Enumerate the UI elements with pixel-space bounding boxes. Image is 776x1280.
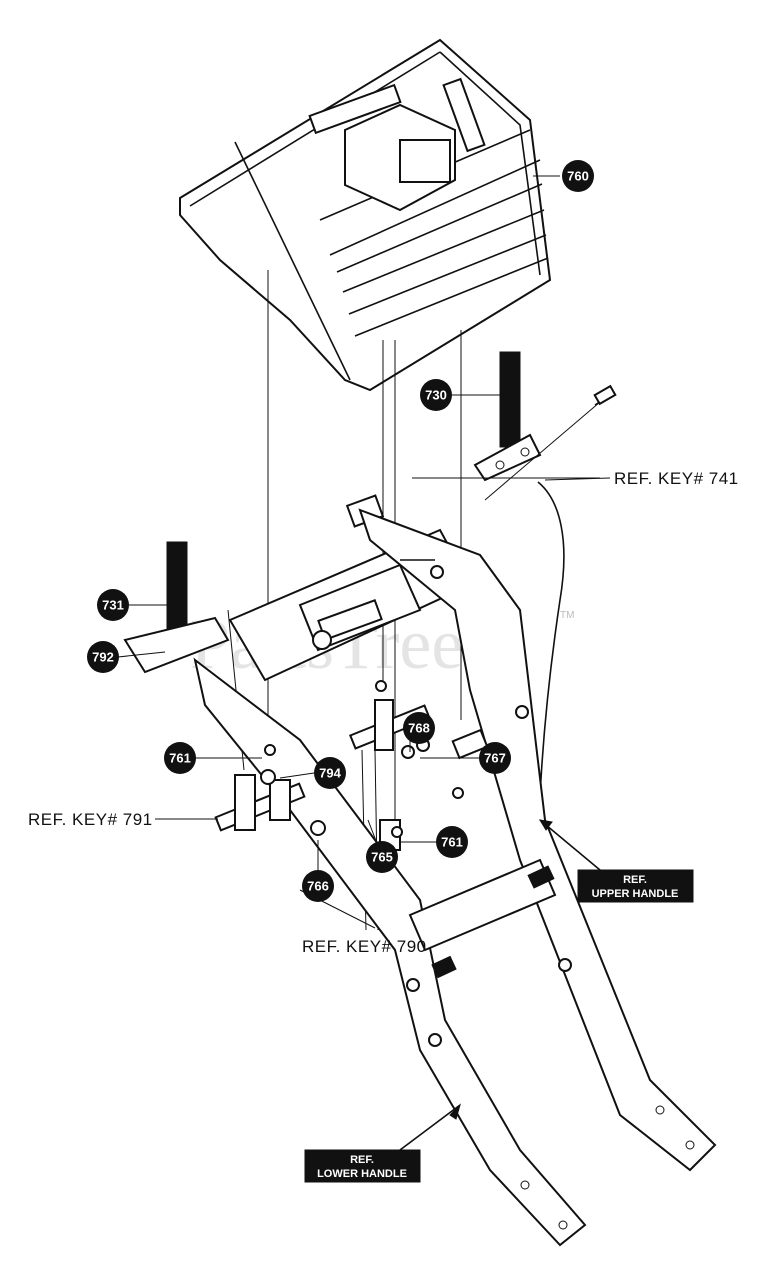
callout-761-right-label: 761 xyxy=(441,835,463,850)
callout-766: 766 xyxy=(302,870,334,902)
ref-key-791: REF. KEY# 791 xyxy=(28,810,153,829)
ref-lower-handle-box: REF. LOWER HANDLE xyxy=(304,1103,462,1183)
callout-794-label: 794 xyxy=(319,766,341,781)
callout-761-right: 761 xyxy=(436,826,468,858)
callout-794: 794 xyxy=(314,757,346,789)
upper-handle xyxy=(358,508,717,1172)
callout-765: 765 xyxy=(366,841,398,873)
lever-730 xyxy=(473,351,542,482)
ref-upper-handle-line1: REF. xyxy=(623,874,647,886)
callout-731: 731 xyxy=(97,589,129,621)
callout-768: 768 xyxy=(403,712,435,744)
lever-731 xyxy=(123,541,230,674)
ref-key-790: REF. KEY# 790 xyxy=(302,937,427,956)
callout-731-label: 731 xyxy=(102,598,124,613)
callout-792: 792 xyxy=(87,641,119,673)
control-panel-cover xyxy=(179,38,552,392)
callout-760: 760 xyxy=(562,160,594,192)
callout-730: 730 xyxy=(420,379,452,411)
callout-766-label: 766 xyxy=(307,879,329,894)
callout-765-label: 765 xyxy=(371,850,393,865)
callout-761-left-label: 761 xyxy=(169,751,191,766)
ref-upper-handle-line2: UPPER HANDLE xyxy=(592,888,679,900)
callout-792-label: 792 xyxy=(92,650,114,665)
callout-760-label: 760 xyxy=(567,169,589,184)
callout-768-label: 768 xyxy=(408,721,430,736)
callout-730-label: 730 xyxy=(425,388,447,403)
ref-key-741: REF. KEY# 741 xyxy=(614,469,739,488)
ref-lower-handle-line1: REF. xyxy=(350,1154,374,1166)
ref-upper-handle-box: REF. UPPER HANDLE xyxy=(539,819,694,903)
ref-lower-handle-line2: LOWER HANDLE xyxy=(317,1168,407,1180)
callout-761-left: 761 xyxy=(164,742,196,774)
watermark-tm: TM xyxy=(560,610,574,621)
callout-767-label: 767 xyxy=(484,751,506,766)
callout-767: 767 xyxy=(479,742,511,774)
